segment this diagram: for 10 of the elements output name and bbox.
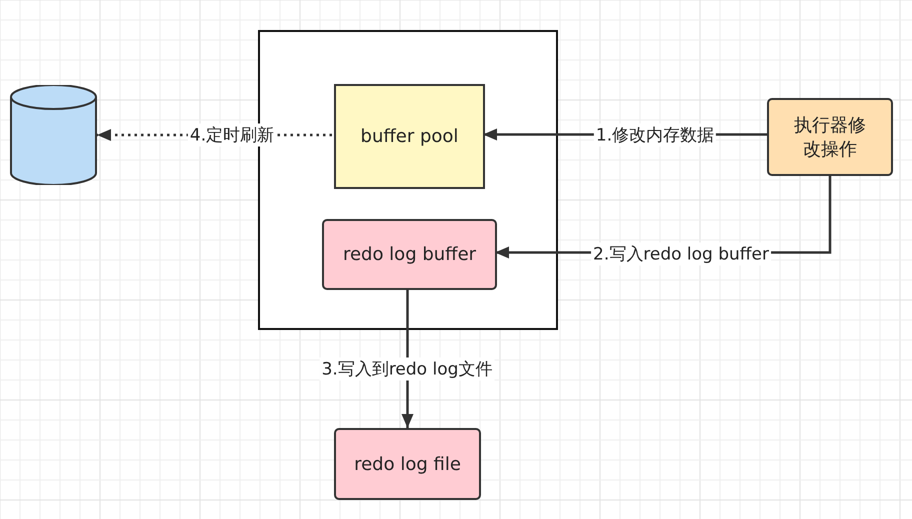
edge-label: 4.定时刷新	[188, 124, 276, 146]
database-cylinder	[10, 85, 97, 185]
edge-label: 3.写入到redo log文件	[320, 358, 494, 380]
container-box	[258, 30, 558, 330]
edge-label: 1.修改内存数据	[594, 124, 716, 146]
process-box: 执行器修改操作	[767, 98, 893, 176]
process-box: redo log file	[334, 428, 481, 500]
process-box: redo log buffer	[322, 219, 497, 290]
edge-label: 2.写入redo log buffer	[591, 242, 771, 266]
process-box: buffer pool	[334, 84, 485, 189]
